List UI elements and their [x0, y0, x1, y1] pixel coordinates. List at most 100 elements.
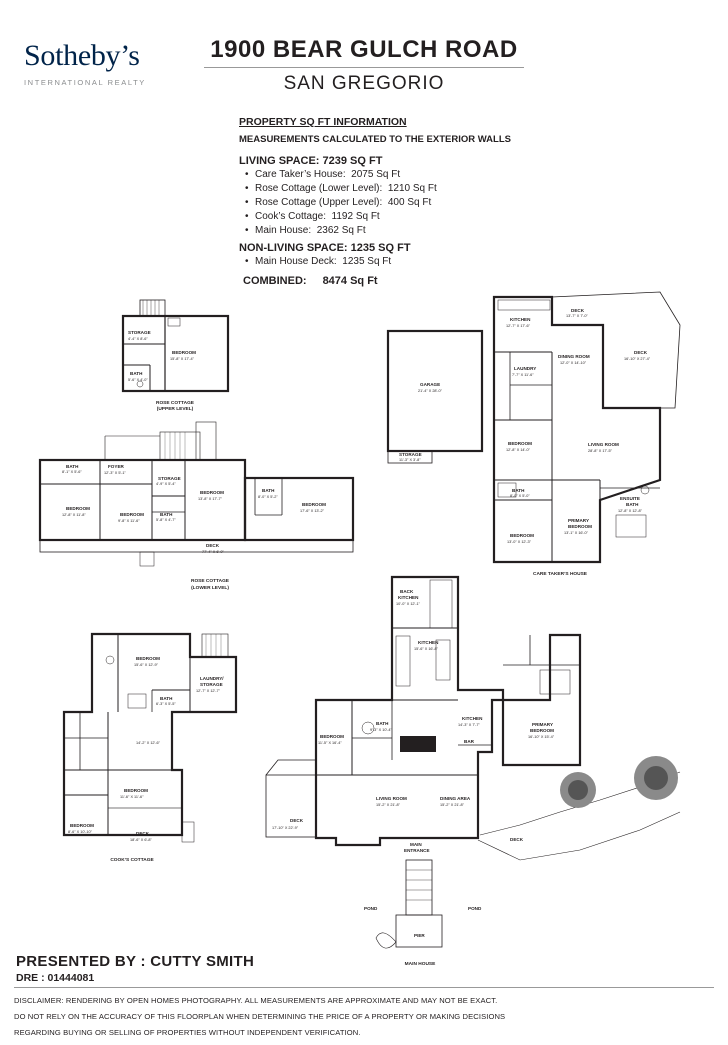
- room-dimension: 16'-10" X 15'-4": [528, 735, 555, 739]
- room-dimension: 15'-6" X 16'-8": [414, 647, 439, 651]
- room-dimension: 8'-1" X 5'-6": [62, 470, 82, 474]
- list-item: •Rose Cottage (Lower Level): 1210 Sq Ft: [245, 183, 437, 194]
- room-label: DECK: [510, 837, 524, 842]
- room-dimension: 12'-3" X 5'-1": [104, 471, 127, 475]
- primary-line2: BEDROOM: [568, 524, 592, 529]
- room-label: BEDROOM: [136, 656, 160, 661]
- room-dimension: 12'-7" X 17'-6": [506, 324, 531, 328]
- room-label: BEDROOM: [320, 734, 344, 739]
- room-dimension: 28'-8" X 17'-5": [588, 449, 613, 453]
- property-city: SAN GREGORIO: [283, 73, 445, 94]
- room-label: BATH: [130, 371, 143, 376]
- caption-line: ROSE COTTAGE: [156, 400, 195, 406]
- room-dimension: 9'-8" X 11'-6": [118, 519, 140, 523]
- room-dimension: 8'-0" X 5'-0": [510, 494, 530, 498]
- room-dimension: 4'-4" X 8'-6": [128, 337, 148, 341]
- room-dimension: 10'-0" X 12'-1": [396, 602, 421, 606]
- room-label: BATH: [376, 721, 389, 726]
- room-dimension: 6'-3" X 5'-5": [156, 702, 176, 706]
- room-dimension: 18'-6" X 6'-8": [130, 838, 153, 842]
- room-label: POND: [468, 906, 482, 911]
- room-dimension: 12'-8" X 14'-0": [506, 448, 531, 452]
- list-item: •Main House: 2362 Sq Ft: [245, 225, 366, 236]
- room-label: BEDROOM: [66, 506, 90, 511]
- room-dimension: 15'-6" X 12'-9": [134, 663, 159, 667]
- entrance-line1: MAIN: [410, 842, 422, 847]
- room-label: LIVING ROOM: [376, 796, 407, 801]
- room-label: LAUNDRY/STORAGE: [200, 676, 224, 687]
- room-dimension: 11'-5" X 16'-4": [318, 741, 342, 745]
- room-dimension: 17'-6" X 13'-2": [300, 509, 325, 513]
- list-item: •Main House Deck: 1235 Sq Ft: [245, 256, 392, 267]
- entrance-line2: ENTRANCE: [404, 848, 430, 853]
- room-dimension: 12'-8" X 11'-8": [62, 513, 86, 517]
- disclaimer-line: DO NOT RELY ON THE ACCURACY OF THIS FLOO…: [14, 1012, 506, 1021]
- living-space-list: •Care Taker’s House: 2075 Sq Ft •Rose Co…: [245, 168, 559, 238]
- caption-line: (LOWER LEVEL): [191, 585, 229, 591]
- ensuite-line2: BATH: [626, 502, 639, 507]
- room-label: BEDROOM: [302, 502, 326, 507]
- room-label: PIER: [414, 933, 425, 938]
- list-item: •Rose Cottage (Upper Level): 400 Sq Ft: [245, 197, 432, 208]
- room-dimension: 8'-0" X 5'-2": [258, 495, 278, 499]
- main-primary-line1: PRIMARY: [532, 722, 553, 727]
- logo-wordmark: Sotheby’s: [24, 39, 140, 72]
- room-label: POND: [364, 906, 378, 911]
- ensuite-line1: ENSUITE: [620, 496, 640, 501]
- laundry-line1: LAUNDRY/: [200, 676, 224, 681]
- room-label: BEDROOM: [124, 788, 148, 793]
- presented-by: PRESENTED BY : CUTTY SMITH: [16, 953, 255, 970]
- plan-rose-cottage-lower: [38, 421, 355, 567]
- plan-caretakers-house: [386, 291, 681, 564]
- room-dimension: 8'-6" X 10'-10": [68, 830, 93, 834]
- room-label: BEDROOM: [120, 512, 144, 517]
- room-label: DECK: [571, 308, 585, 313]
- sqft-heading: PROPERTY SQ FT INFORMATION: [239, 116, 407, 128]
- living-space-title: LIVING SPACE: 7239 SQ FT: [239, 155, 383, 167]
- room-label: DECK: [634, 350, 648, 355]
- room-dimension: 77'-4" X 6'-0": [202, 550, 225, 554]
- caption-line: (UPPER LEVEL): [157, 406, 194, 412]
- room-dimension: 5'-8" X 4'-7": [156, 518, 176, 522]
- disclaimer-line: DISCLAIMER: RENDERING BY OPEN HOMES PHOT…: [14, 996, 498, 1005]
- plan-rose-cottage-upper: [121, 299, 230, 393]
- primary-line1: PRIMARY: [568, 518, 589, 523]
- caption-line: ROSE COTTAGE: [191, 578, 230, 584]
- room-dimension: 7'-7" X 11'-6": [512, 373, 534, 377]
- room-label: BATH: [160, 512, 173, 517]
- property-title: 1900 BEAR GULCH ROAD SAN GREGORIO: [204, 36, 524, 96]
- room-dimension: 15'-2" X 21'-8": [440, 803, 465, 807]
- room-label: LAUNDRY: [514, 366, 536, 371]
- sqft-info: PROPERTY SQ FT INFORMATION MEASUREMENTS …: [239, 116, 559, 288]
- room-dimension: 13'-0" X 12'-3": [507, 540, 532, 544]
- nonliving-space-title: NON-LIVING SPACE: 1235 SQ FT: [239, 242, 411, 254]
- room-label: BEDROOM: [200, 490, 224, 495]
- room-dimension: 11'-6" X 11'-6": [120, 795, 144, 799]
- room-label: DINING ROOM: [558, 354, 590, 359]
- list-item: •Cook’s Cottage: 1192 Sq Ft: [245, 211, 380, 222]
- footer-divider: [14, 987, 714, 988]
- room-label: BATH: [160, 696, 173, 701]
- title-divider: [204, 67, 524, 68]
- plan-main-house: [265, 575, 681, 949]
- room-dimension: 5'-6" X 4'-0": [128, 378, 148, 382]
- room-label: BEDROOM: [70, 823, 94, 828]
- combined-total: COMBINED:8474 Sq Ft: [243, 275, 378, 287]
- room-label: GARAGE: [420, 382, 440, 387]
- room-label: BEDROOM: [172, 350, 196, 355]
- room-label: FOYER: [108, 464, 125, 469]
- room-label: DECK: [136, 831, 150, 836]
- room-label: KITCHEN: [510, 317, 531, 322]
- room-dimension: 11'-3" X 3'-8": [399, 458, 421, 462]
- room-label: DINING AREA: [440, 796, 471, 801]
- room-dimension: 16'-10" X 27'-4": [624, 357, 651, 361]
- room-label: BATH: [512, 488, 525, 493]
- list-item: •Care Taker’s House: 2075 Sq Ft: [245, 169, 401, 180]
- room-label: KITCHEN: [462, 716, 483, 721]
- sqft-subheading: MEASUREMENTS CALCULATED TO THE EXTERIOR …: [239, 134, 511, 145]
- room-dimension: 12'-7" X 12'-7": [196, 689, 221, 693]
- dre-number: DRE : 01444081: [16, 972, 95, 984]
